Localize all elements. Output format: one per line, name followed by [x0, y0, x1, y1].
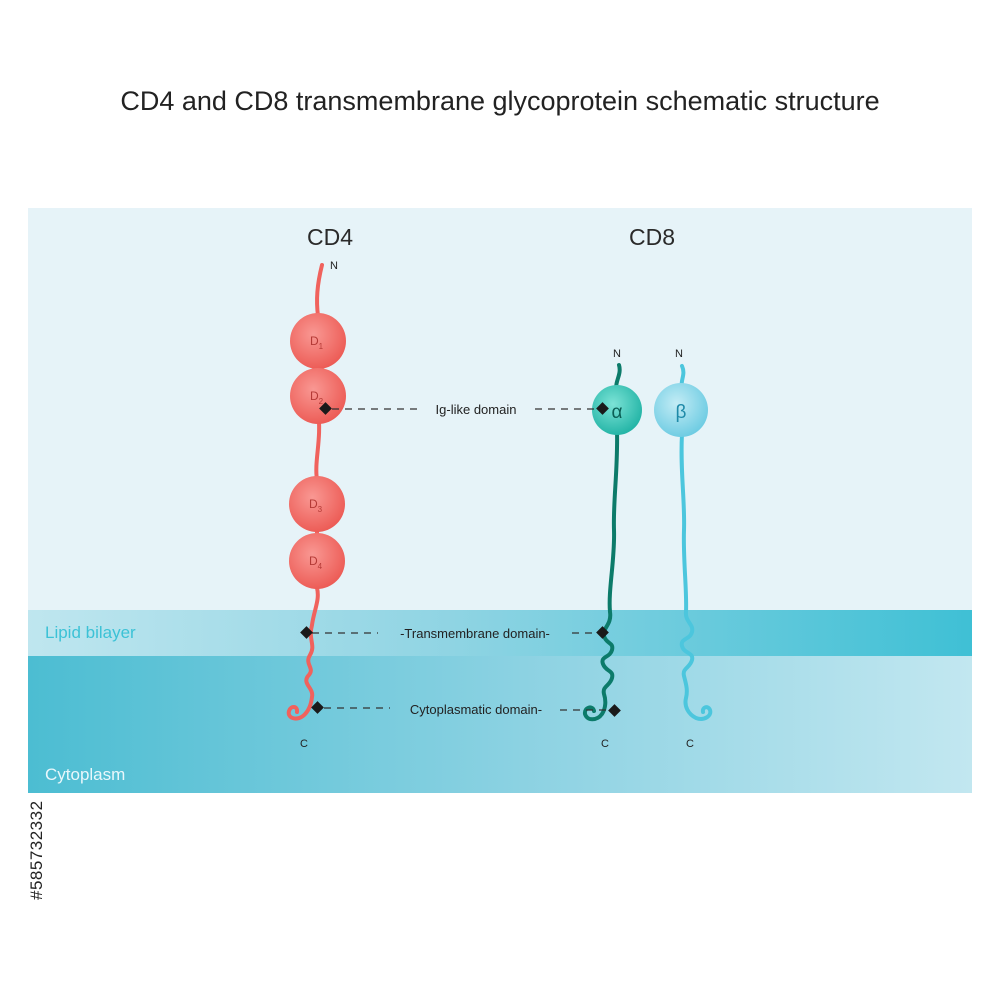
cd4-label: CD4: [307, 224, 353, 250]
cd4-d1-domain: [290, 313, 346, 369]
cd8-alpha-symbol: α: [612, 402, 623, 423]
cd8-alpha-domain: [592, 385, 642, 435]
cd8-beta-symbol: β: [676, 402, 687, 423]
cytoplasm-label: Cytoplasm: [45, 765, 125, 784]
page-title: CD4 and CD8 transmembrane glycoprotein s…: [120, 86, 880, 116]
cd4-d2-domain: [290, 368, 346, 424]
cd4-d3-label: D3: [309, 497, 323, 514]
cd8-beta-n-terminus: N: [675, 348, 683, 360]
cd4-d4-domain: [289, 533, 345, 589]
cd4-d3-domain: [289, 476, 345, 532]
cd8-beta-c-terminus: C: [686, 738, 694, 750]
cytoplasm-region: [28, 656, 972, 793]
transmembrane-domain-label: -Transmembrane domain-: [400, 626, 550, 641]
cd8-alpha-c-terminus: C: [601, 738, 609, 750]
ig-like-marker-cd4: [319, 402, 332, 415]
cd4-n-terminus: N: [330, 260, 338, 272]
ig-like-domain-label: Ig-like domain: [436, 402, 517, 417]
lipid-bilayer-region: [28, 610, 972, 656]
annotation-leaders: [312, 408, 608, 711]
cd4-d4-label: D4: [309, 554, 323, 571]
cd4-d2-label: D2: [310, 389, 324, 406]
cd4-d1-label: D1: [310, 334, 324, 351]
cytoplasmatic-domain-label: Cytoplasmatic domain-: [410, 702, 542, 717]
cd4-c-terminus: C: [300, 738, 308, 750]
cd8-beta-domain: [654, 383, 708, 437]
extracellular-region: [28, 208, 972, 610]
lipid-bilayer-label: Lipid bilayer: [45, 623, 136, 642]
cd8-alpha-n-terminus: N: [613, 348, 621, 360]
cd8-label: CD8: [629, 224, 675, 250]
